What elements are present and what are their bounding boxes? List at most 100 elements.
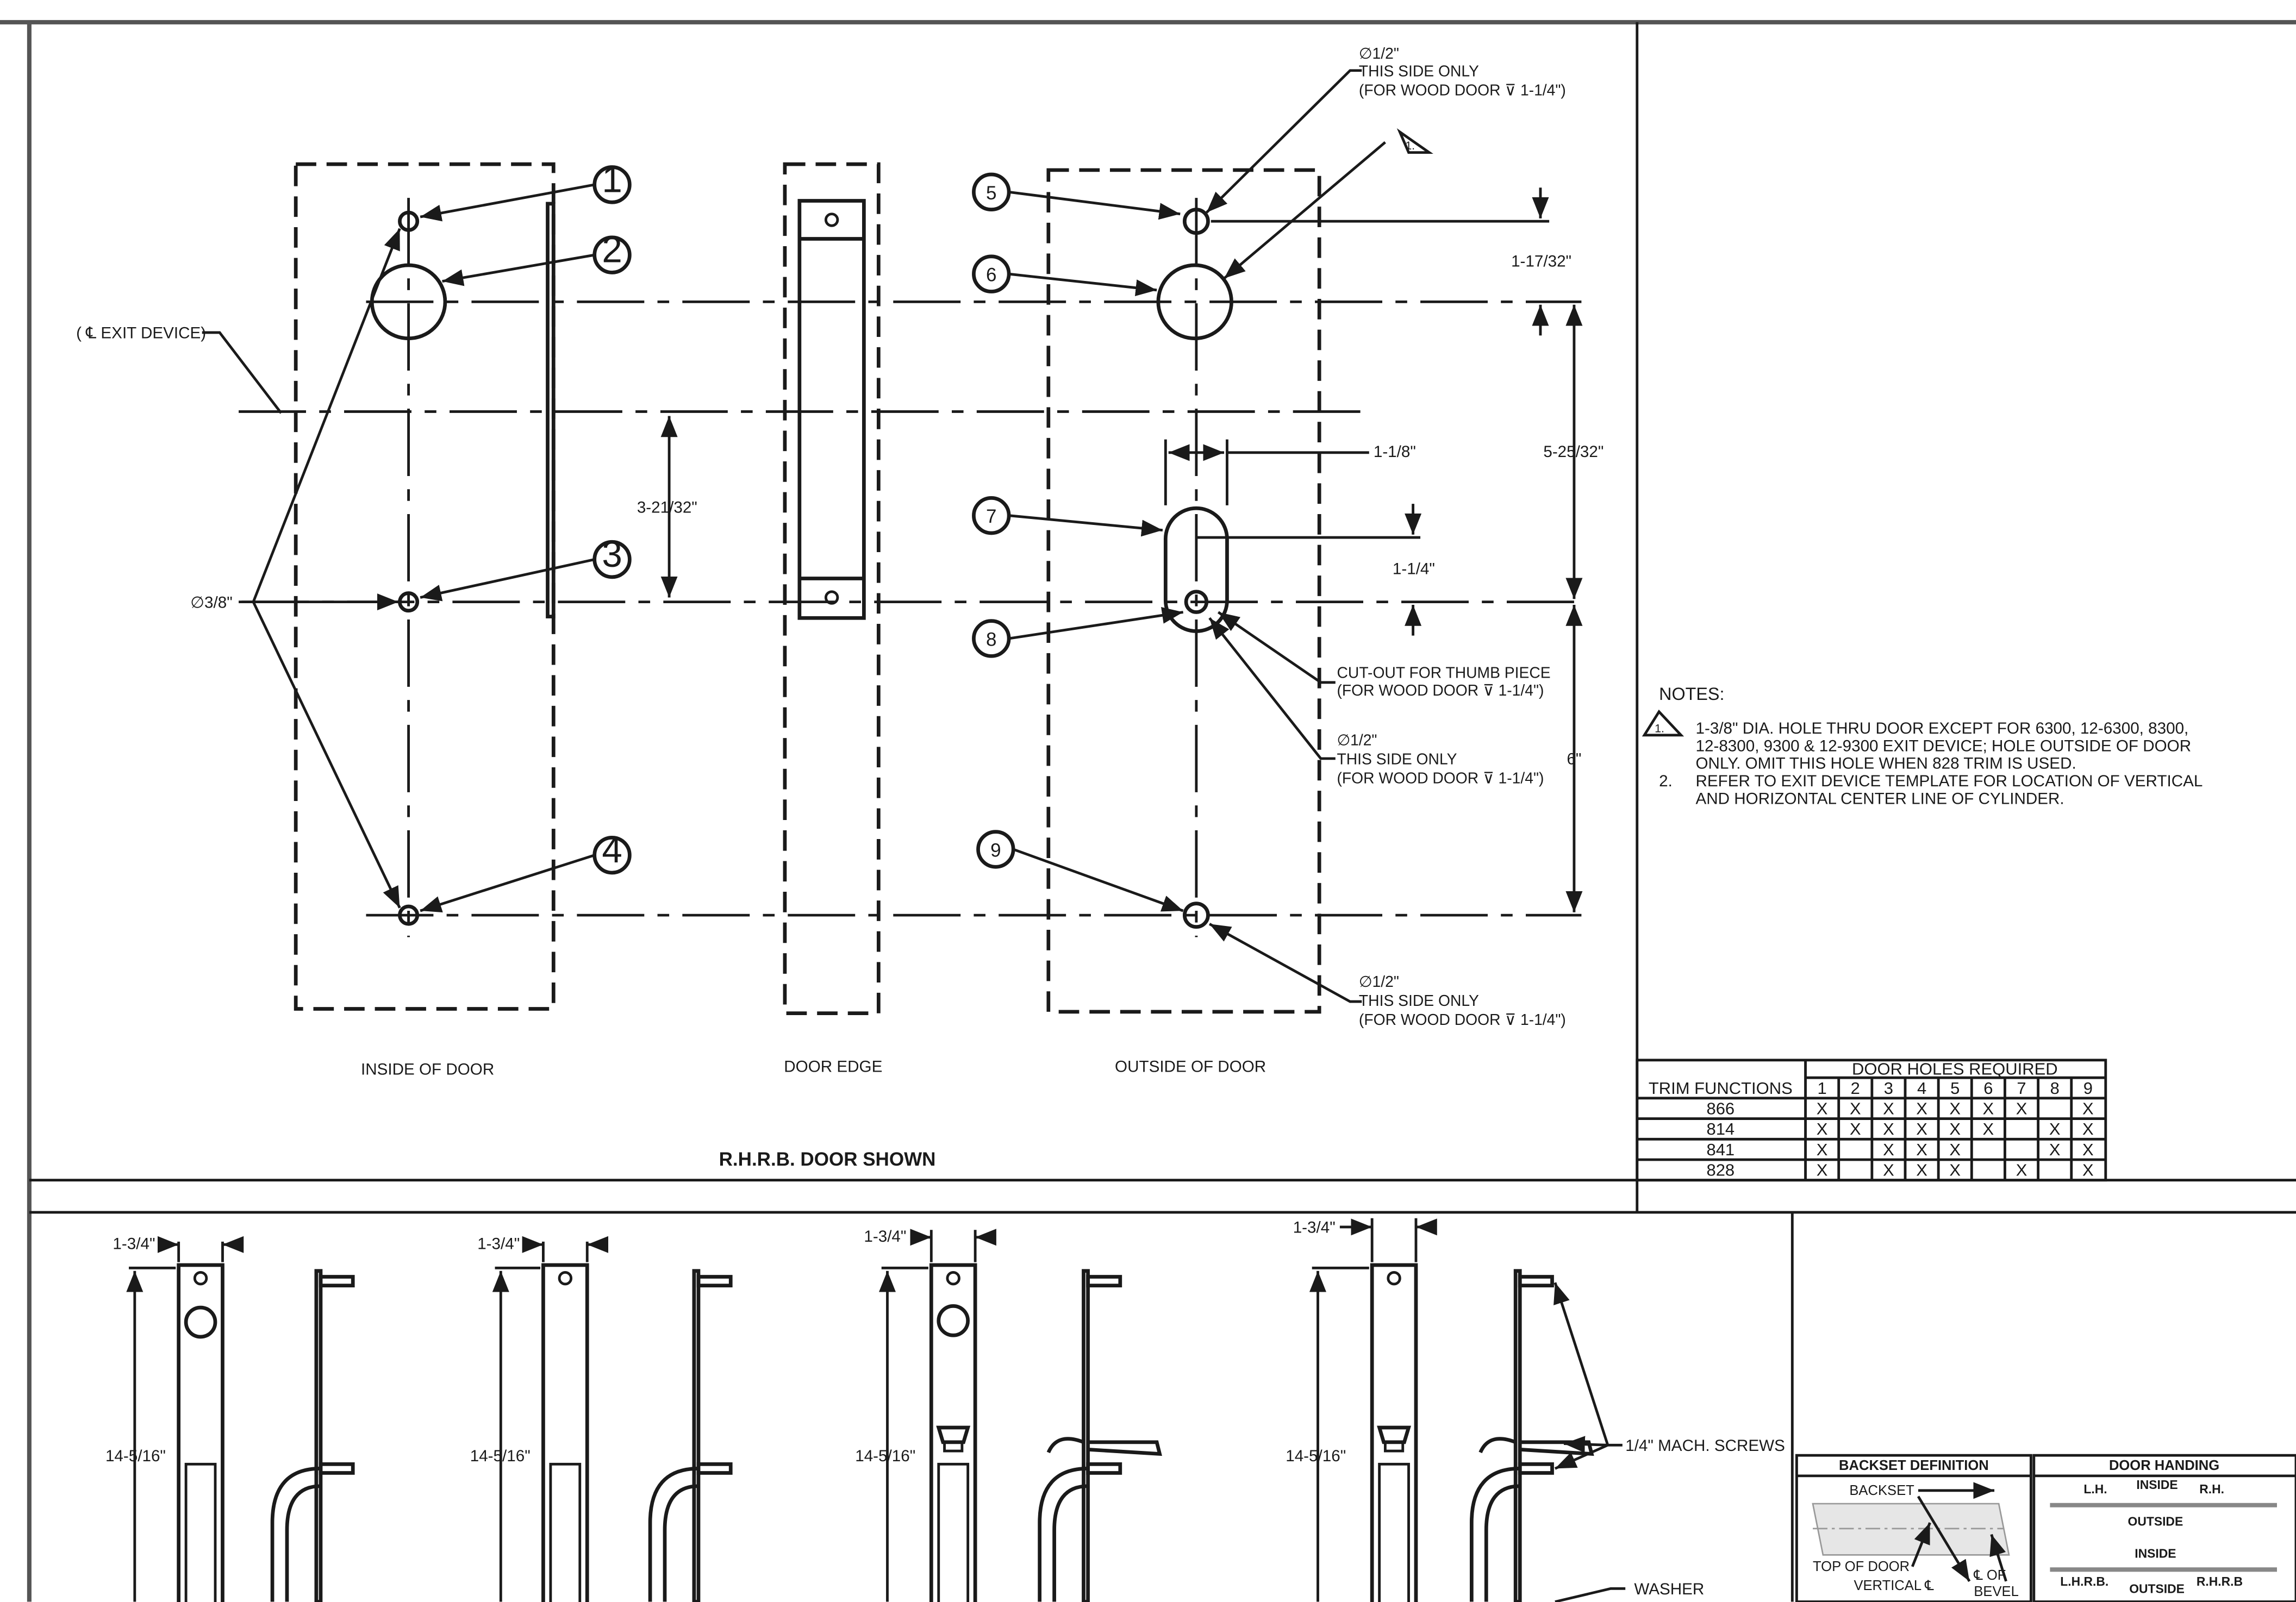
trim-elevation-3 xyxy=(878,1229,1162,1602)
backset-title: BACKSET DEFINITION xyxy=(1839,1458,1989,1473)
trim1-dim-width: 1-3/4" xyxy=(113,1235,155,1253)
holes-table-col-header: 6 xyxy=(1983,1079,1993,1098)
handing-outside-2: OUTSIDE xyxy=(2129,1581,2185,1595)
triangle-note-mark: 1. xyxy=(1405,139,1415,152)
exit-device-label: ( ℄ EXIT DEVICE) xyxy=(76,324,206,342)
hole-3 xyxy=(398,591,420,613)
holes-table-row-name: 828 xyxy=(1706,1161,1735,1180)
triangle-note-marker xyxy=(1396,128,1433,154)
note-1-line-3: ONLY. OMIT THIS HOLE WHEN 828 TRIM IS US… xyxy=(1696,755,2076,773)
backset-definition-box: BACKSET DEFINITION BACKSET TOP OF DOOR V… xyxy=(1795,1454,2032,1602)
holes-table-cell: X xyxy=(1883,1119,1894,1138)
callout-9: 9 xyxy=(990,840,1001,861)
drawing-labels: ( ℄ EXIT DEVICE) ∅3/8" 3-21/32" 1-17/32"… xyxy=(76,45,1604,1170)
note-2-line-1: REFER TO EXIT DEVICE TEMPLATE FOR LOCATI… xyxy=(1696,772,2203,790)
inside-of-door-view xyxy=(202,162,1582,1011)
note-1-mark: 1. xyxy=(1655,721,1664,735)
hole-8 xyxy=(1184,590,1209,614)
dim-1-1-4: 1-1/4" xyxy=(1393,560,1435,578)
mach-screws-label: 1/4" MACH. SCREWS xyxy=(1625,1437,1785,1455)
note-2-mark: 2. xyxy=(1659,772,1673,790)
handing-outside-1: OUTSIDE xyxy=(2128,1514,2183,1528)
holes-table-cell: X xyxy=(1916,1119,1927,1138)
holes-table-col-header: 8 xyxy=(2050,1079,2060,1098)
holes-table-cell: X xyxy=(1883,1099,1894,1118)
holes-table-cell: X xyxy=(1850,1099,1861,1118)
holes-table-cell: X xyxy=(2082,1119,2094,1138)
hole-6 xyxy=(1156,263,1233,341)
holes-table-cell: X xyxy=(2082,1161,2094,1180)
callout-4: 4 xyxy=(602,830,622,871)
hole-4 xyxy=(398,904,420,926)
trim3-dim-width: 1-3/4" xyxy=(864,1228,906,1246)
note-bot-dia: ∅1/2" xyxy=(1359,973,1399,990)
top-of-door-label: TOP OF DOOR xyxy=(1813,1559,1910,1574)
holes-table-col-header: 5 xyxy=(1950,1079,1960,1098)
dim-6: 6" xyxy=(1567,750,1581,768)
note-top-dia: ∅1/2" xyxy=(1359,45,1399,62)
holes-table-cell: X xyxy=(1850,1119,1861,1138)
holes-table-cell: X xyxy=(2016,1099,2027,1118)
holes-table-col-header: 7 xyxy=(2017,1079,2026,1098)
holes-table-cell: X xyxy=(1817,1161,1828,1180)
door-edge-label: DOOR EDGE xyxy=(784,1057,882,1075)
dim-5-25-32: 5-25/32" xyxy=(1543,443,1604,461)
trim1-dim-height: 14-5/16" xyxy=(105,1447,166,1465)
holes-table-col-header: 4 xyxy=(1917,1079,1926,1098)
notes-title: NOTES: xyxy=(1659,684,1724,704)
note-top-side: THIS SIDE ONLY xyxy=(1359,62,1479,80)
holes-table-cell: X xyxy=(1883,1140,1894,1159)
handing-inside-2: INSIDE xyxy=(2135,1547,2176,1561)
door-shown-title: R.H.R.B. DOOR SHOWN xyxy=(719,1149,936,1170)
of-bevel-label-1: ℄ OF xyxy=(1973,1568,2006,1583)
inside-of-door-label: INSIDE OF DOOR xyxy=(361,1061,494,1079)
note-top-wood: (FOR WOOD DOOR ⊽ 1-1/4") xyxy=(1359,82,1566,99)
trim4-dim-width: 1-3/4" xyxy=(1293,1219,1336,1237)
holes-table-cell: X xyxy=(1817,1099,1828,1118)
holes-table-cell: X xyxy=(1949,1099,1961,1118)
note-1-triangle xyxy=(1642,709,1684,737)
trim-elevation-1 xyxy=(126,1236,355,1602)
holes-table-cell: X xyxy=(2016,1161,2027,1180)
holes-table-col-header: 2 xyxy=(1851,1079,1860,1098)
handing-rhrb: R.H.R.B xyxy=(2197,1574,2243,1588)
holes-table-cell: X xyxy=(1817,1119,1828,1138)
trim3-dim-height: 14-5/16" xyxy=(855,1447,915,1465)
holes-table-row-name: 814 xyxy=(1706,1119,1735,1138)
handing-rh: R.H. xyxy=(2199,1482,2224,1496)
holes-table-row-header: TRIM FUNCTIONS xyxy=(1649,1079,1793,1098)
door-handing-box: DOOR HANDING L.H. INSIDE R.H. OUTSIDE IN… xyxy=(2032,1454,2296,1602)
of-bevel-label-2: BEVEL xyxy=(1974,1584,2018,1599)
holes-table-col-header: 1 xyxy=(1818,1079,1827,1098)
washer-label: WASHER xyxy=(1634,1580,1704,1598)
holes-table-cell: X xyxy=(1983,1099,1994,1118)
callout-5: 5 xyxy=(986,183,996,204)
door-holes-table: DOOR HOLES REQUIRED TRIM FUNCTIONS 1 2 3 4 5… xyxy=(1636,1059,2107,1182)
holes-table-cell: X xyxy=(2082,1099,2094,1118)
note-1-line-2: 12-8300, 9300 & 12-9300 EXIT DEVICE; HOL… xyxy=(1696,737,2192,755)
door-edge-view xyxy=(783,162,881,1015)
vertical-centerline-label: VERTICAL ℄ xyxy=(1854,1578,1934,1593)
handing-inside-1: INSIDE xyxy=(2136,1478,2178,1492)
note-mid-dia: ∅1/2" xyxy=(1337,731,1377,749)
callout-8: 8 xyxy=(986,629,996,650)
holes-table-cell: X xyxy=(1916,1140,1927,1159)
trim-elevation-2 xyxy=(492,1236,733,1602)
holes-table-cell: X xyxy=(1916,1161,1927,1180)
note-bot-wood: (FOR WOOD DOOR ⊽ 1-1/4") xyxy=(1359,1011,1566,1028)
callout-3: 3 xyxy=(602,534,622,575)
holes-table-title: DOOR HOLES REQUIRED xyxy=(1852,1060,2058,1079)
holes-table-cell: X xyxy=(1817,1140,1828,1159)
note-mid-side: THIS SIDE ONLY xyxy=(1337,750,1457,768)
handing-title: DOOR HANDING xyxy=(2109,1458,2219,1473)
notes-block: NOTES: 1. 1-3/8" DIA. HOLE THRU DOOR EXC… xyxy=(1642,684,2203,808)
sheet-border xyxy=(0,20,2296,1602)
note-mid-wood: (FOR WOOD DOOR ⊽ 1-1/4") xyxy=(1337,769,1544,787)
holes-table-col-header: 3 xyxy=(1884,1079,1893,1098)
holes-table-cell: X xyxy=(1949,1140,1961,1159)
trim2-dim-width: 1-3/4" xyxy=(477,1235,520,1253)
dia-3-8-label: ∅3/8" xyxy=(190,593,233,611)
holes-table-col-header: 9 xyxy=(2083,1079,2093,1098)
handing-lh: L.H. xyxy=(2083,1482,2107,1496)
